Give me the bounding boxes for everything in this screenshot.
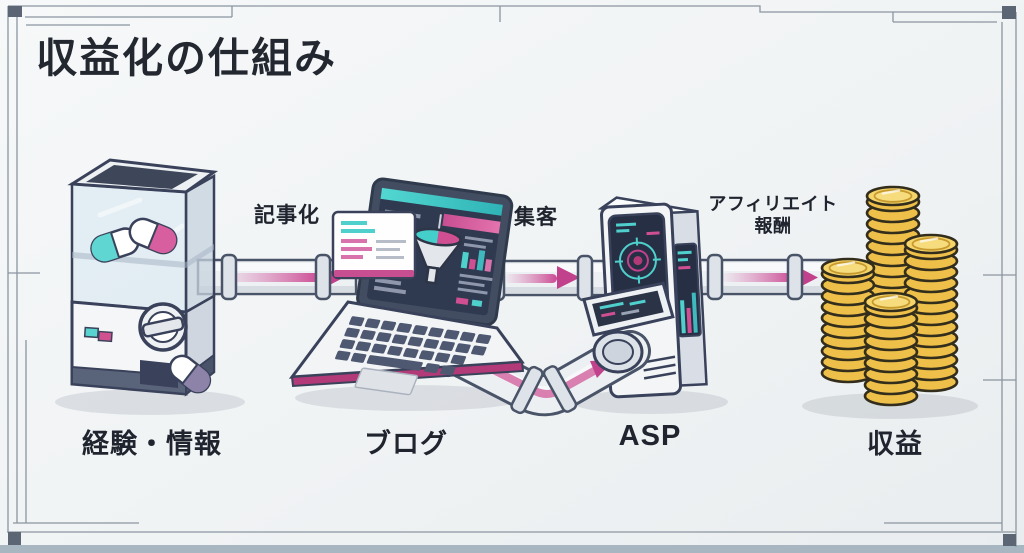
indicator-light — [83, 326, 100, 339]
capsule-icon — [128, 217, 178, 255]
frame-bottom-band — [0, 545, 1024, 553]
capsule-icon — [168, 354, 212, 394]
frame-corner-square — [8, 532, 21, 545]
pipe-flange — [706, 253, 724, 301]
pipe-flange — [576, 254, 594, 302]
dispenser-chute — [140, 360, 178, 388]
laptop-icon — [288, 177, 525, 396]
blueprint-frame — [0, 5, 1024, 553]
keyboard — [335, 316, 492, 396]
edge-label-attract-visitors: 集客 — [514, 206, 558, 229]
crosshair-icon — [614, 237, 661, 284]
pipe-flange — [542, 365, 578, 413]
pipe-flange — [314, 253, 332, 301]
kiosk-vents — [643, 355, 677, 380]
server-kiosk-icon — [582, 196, 708, 399]
flow-arrow-icon — [505, 274, 557, 283]
node-label-experience: 経験・情報 — [82, 429, 222, 459]
flow-arrow-icon — [220, 273, 320, 282]
flow-arrowhead-icon — [557, 266, 580, 289]
coin-stack — [863, 291, 919, 407]
edge-label-articleization: 記事化 — [254, 204, 320, 227]
capsule-machine-icon — [67, 158, 219, 397]
pipe-flange — [786, 253, 804, 301]
laptop-base — [288, 300, 525, 396]
node-label-revenue: 収益 — [867, 429, 923, 459]
coin-stacks-icon — [820, 185, 959, 407]
frame-corner-square — [1003, 534, 1016, 546]
pipe-blog-to-asp-lower — [431, 328, 651, 417]
node-label-asp: ASP — [618, 420, 682, 452]
spacebar — [366, 355, 423, 371]
edge-label-affiliate-reward: アフィリエイト 報酬 — [708, 193, 837, 237]
pipe-flange — [220, 253, 238, 301]
edge-label-affiliate-line1: アフィリエイト — [708, 194, 838, 214]
capsule-tray — [72, 244, 214, 268]
node-label-blog: ブログ — [364, 429, 448, 459]
frame-corner-square — [8, 6, 22, 17]
pipe-flange — [510, 365, 544, 415]
mini-bar-chart — [455, 250, 493, 307]
trackpad — [354, 367, 419, 396]
indicator-light — [97, 330, 113, 343]
pipe-asp-to-revenue — [694, 253, 844, 301]
edge-label-affiliate-line2: 報酬 — [754, 216, 792, 236]
pipe-experience-to-blog — [196, 253, 358, 301]
capsule-icon — [90, 227, 140, 263]
frame-corner-square — [1002, 6, 1016, 19]
popup-window-icon — [331, 210, 417, 280]
page-title: 収益化の仕組み — [36, 35, 337, 81]
frame-lines — [7, 5, 1017, 547]
funnel-icon — [412, 214, 463, 285]
flow-arrow-icon — [722, 273, 794, 282]
